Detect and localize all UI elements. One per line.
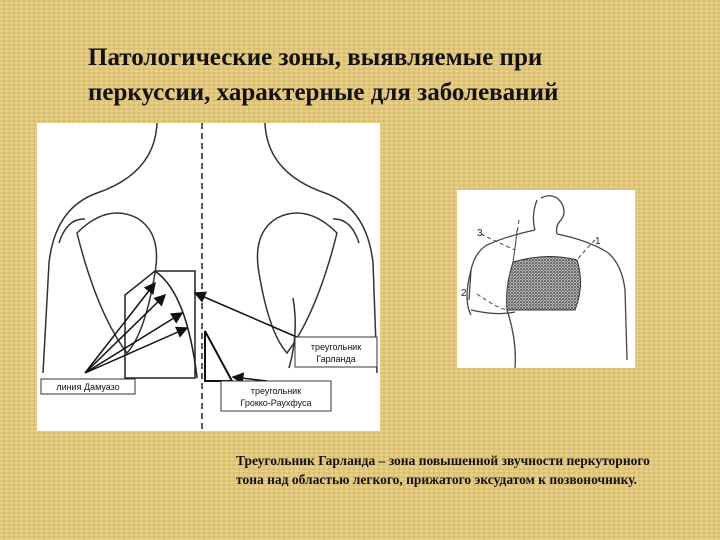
side-percussion-svg: 3 1 2 [461, 195, 628, 368]
label-garland-line2: Гарланда [316, 354, 356, 364]
label-grocco-line2: Грокко-Раухфуса [240, 398, 311, 408]
garland-zone [124, 270, 196, 379]
back-percussion-svg: линия Дамуазо треугольник Гарланда треуг… [40, 123, 378, 431]
damoiseau-line [154, 270, 198, 379]
label-garland: треугольник Гарланда [294, 336, 378, 368]
body-outline [466, 195, 628, 368]
annotation-arrows [84, 281, 300, 385]
dullness-zone [506, 255, 581, 311]
label-damoiseau: линия Дамуазо [40, 378, 136, 395]
slide-title: Патологические зоны, выявляемые при перк… [88, 44, 559, 141]
label-grocco: треугольник Грокко-Раухфуса [220, 380, 332, 412]
guide-lines [476, 219, 596, 311]
label-damoiseau-text: линия Дамуазо [56, 382, 119, 392]
number-label-1: 1 [595, 236, 601, 247]
lower-curve [470, 309, 516, 315]
label-garland-line1: треугольник [311, 342, 361, 352]
back-percussion-diagram: линия Дамуазо треугольник Гарланда треуг… [37, 123, 380, 431]
number-label-2: 2 [461, 288, 467, 299]
side-percussion-diagram: 3 1 2 [457, 190, 635, 368]
label-grocco-line1: треугольник [251, 386, 301, 396]
torso-outline [42, 123, 378, 374]
grocco-triangle [204, 330, 234, 382]
number-label-3: 3 [477, 228, 483, 239]
slide-caption: Треугольник Гарланда – зона повышенной з… [236, 453, 650, 487]
